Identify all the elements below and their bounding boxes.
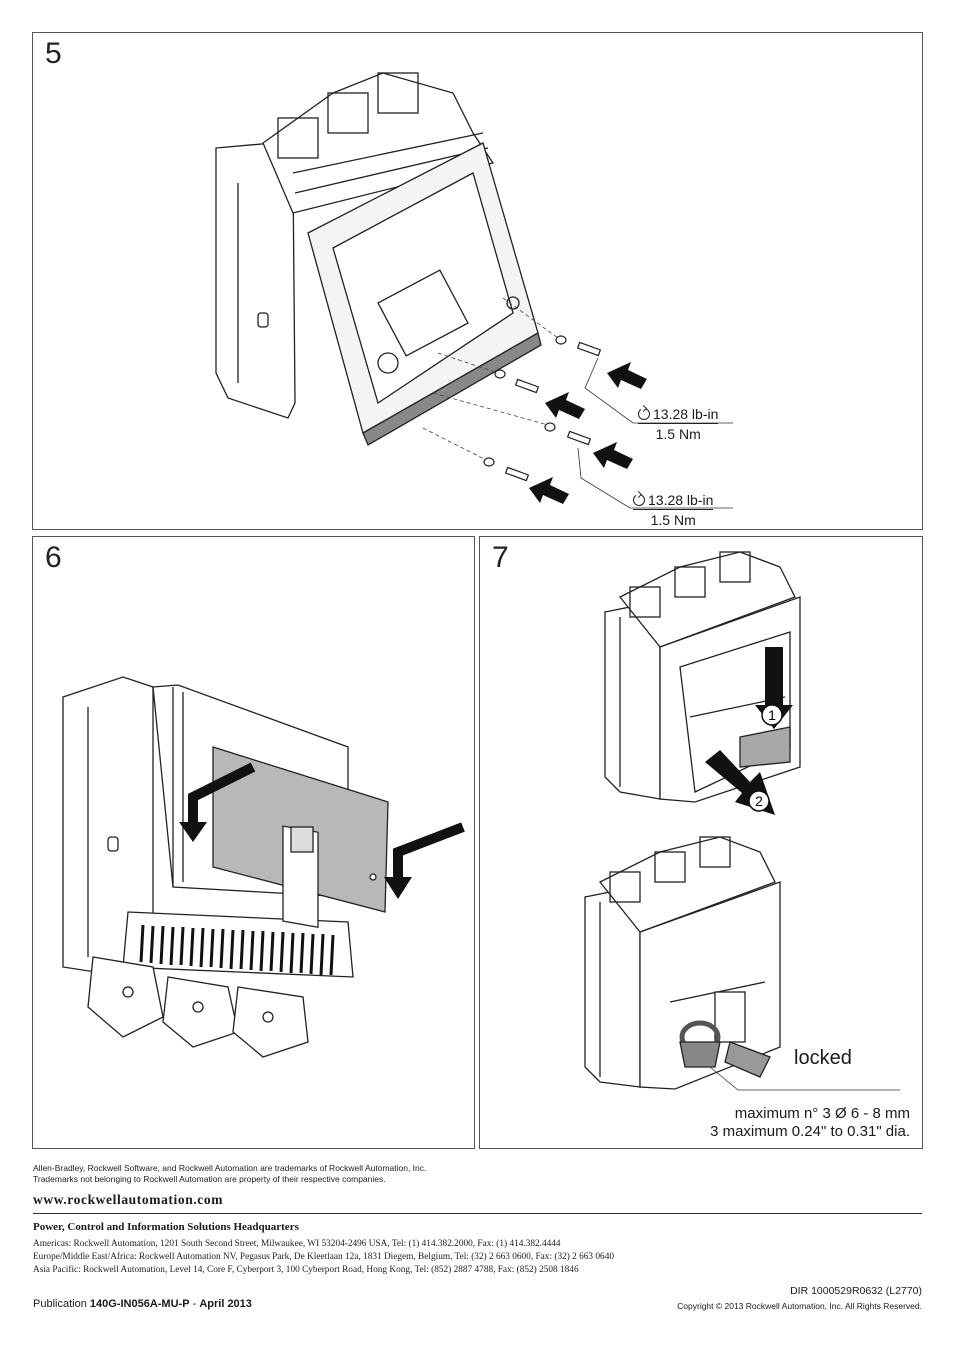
publication-prefix: Publication xyxy=(33,1298,87,1310)
copyright: Copyright © 2013 Rockwell Automation, In… xyxy=(677,1301,922,1311)
padlock-note-line2: 3 maximum 0.24" to 0.31" dia. xyxy=(710,1123,910,1140)
torque-value: 13.28 lb-in xyxy=(653,406,719,422)
torque-rotation-icon xyxy=(633,494,645,506)
locked-label: locked xyxy=(794,1047,852,1069)
trademark-line-2: Trademarks not belonging to Rockwell Aut… xyxy=(33,1174,386,1184)
step-6-panel: 6 xyxy=(32,536,475,1149)
padlock-note: maximum n° 3 Ø 6 - 8 mm 3 maximum 0.24" … xyxy=(710,1105,910,1141)
torque-metric: 1.5 Nm xyxy=(633,509,714,529)
step-7-illustration: 1 2 xyxy=(584,551,900,1091)
step-number: 6 xyxy=(45,541,62,574)
step-number: 5 xyxy=(45,37,62,70)
address-block: Americas: Rockwell Automation, 1201 Sout… xyxy=(33,1238,614,1277)
callout-2-label: 2 xyxy=(755,793,763,809)
footer-divider xyxy=(33,1213,922,1214)
step-7-panel: 7 xyxy=(479,536,923,1149)
step-5-panel: 5 xyxy=(32,32,923,530)
website-link[interactable]: www.rockwellautomation.com xyxy=(33,1192,224,1207)
step-number: 7 xyxy=(492,541,509,574)
hq-title: Power, Control and Information Solutions… xyxy=(33,1221,299,1233)
torque-value: 13.28 lb-in xyxy=(648,492,714,508)
dir-code: DIR 1000529R0632 (L2770) xyxy=(790,1285,922,1297)
publication-date: April 2013 xyxy=(199,1298,252,1310)
publication-id: 140G-IN056A-MU-P xyxy=(89,1298,190,1310)
trademark-line-1: Allen-Bradley, Rockwell Software, and Ro… xyxy=(33,1163,427,1173)
step-6-illustration xyxy=(62,676,465,1058)
step-5-illustration xyxy=(215,72,733,509)
publication-info: Publication 140G-IN056A-MU-P - April 201… xyxy=(33,1298,252,1310)
callout-1-label: 1 xyxy=(768,707,776,723)
address-emea: Europe/Middle East/Africa: Rockwell Auto… xyxy=(33,1252,614,1262)
torque-spec-upper: 13.28 lb-in 1.5 Nm xyxy=(638,405,719,443)
address-apac: Asia Pacific: Rockwell Automation, Level… xyxy=(33,1265,579,1275)
trademark-notice: Allen-Bradley, Rockwell Software, and Ro… xyxy=(33,1163,426,1185)
publication-separator: - xyxy=(192,1298,197,1310)
torque-spec-lower: 13.28 lb-in 1.5 Nm xyxy=(633,491,714,529)
padlock-note-line1: maximum n° 3 Ø 6 - 8 mm xyxy=(734,1105,910,1122)
address-americas: Americas: Rockwell Automation, 1201 Sout… xyxy=(33,1239,561,1249)
torque-rotation-icon xyxy=(638,408,650,420)
torque-metric: 1.5 Nm xyxy=(638,423,719,443)
